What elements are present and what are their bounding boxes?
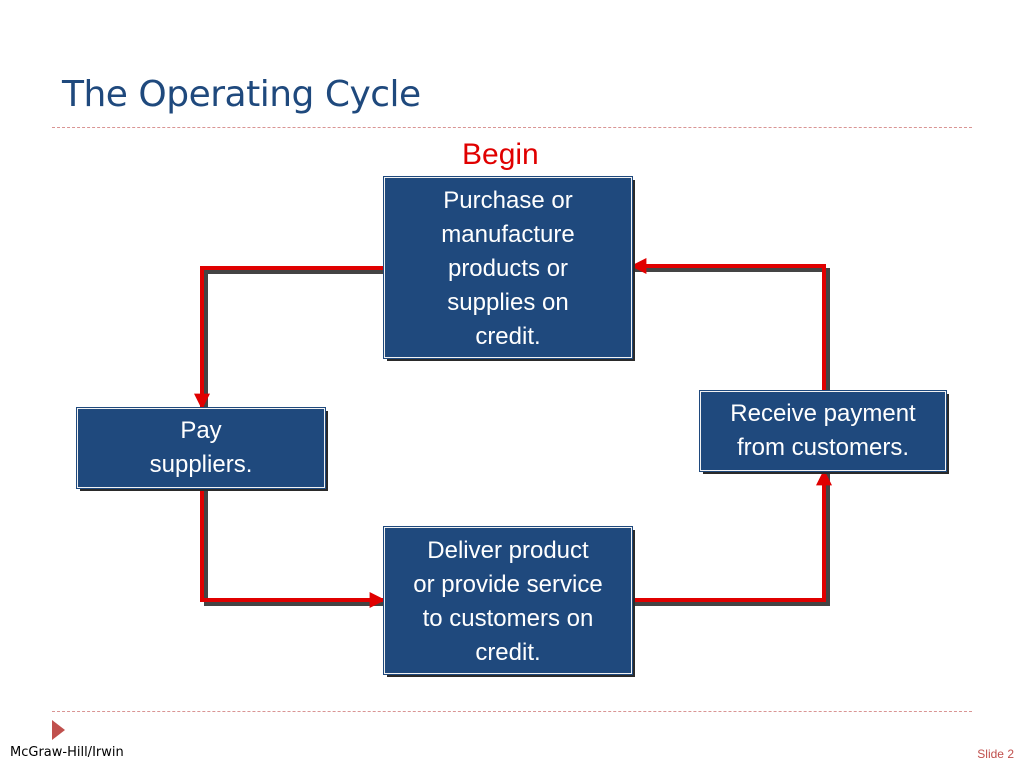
footer-divider: [52, 711, 972, 712]
slide-title: The Operating Cycle: [62, 74, 421, 115]
node-pay-label: Pay suppliers.: [149, 417, 253, 478]
play-arrow-icon[interactable]: [52, 720, 65, 740]
title-divider: [52, 127, 972, 128]
node-pay: Pay suppliers.: [76, 407, 326, 489]
edge-deliver-to-receive: [632, 469, 832, 602]
edge-receive-to-purchase: [630, 258, 826, 391]
slide-number: Slide 2: [977, 747, 1014, 761]
begin-label: Begin: [462, 138, 539, 171]
node-receive: Receive payment from customers.: [699, 390, 947, 472]
node-purchase-label: Purchase or manufacture products or supp…: [441, 187, 575, 350]
node-receive-label: Receive payment from customers.: [730, 400, 916, 461]
footer-publisher: McGraw-Hill/Irwin: [10, 745, 124, 760]
node-purchase: Purchase or manufacture products or supp…: [383, 176, 633, 359]
node-deliver-label: Deliver product or provide service to cu…: [413, 537, 603, 666]
edge-purchase-to-pay: [194, 266, 386, 410]
edge-pay-to-deliver: [200, 488, 386, 608]
node-deliver: Deliver product or provide service to cu…: [383, 526, 633, 675]
